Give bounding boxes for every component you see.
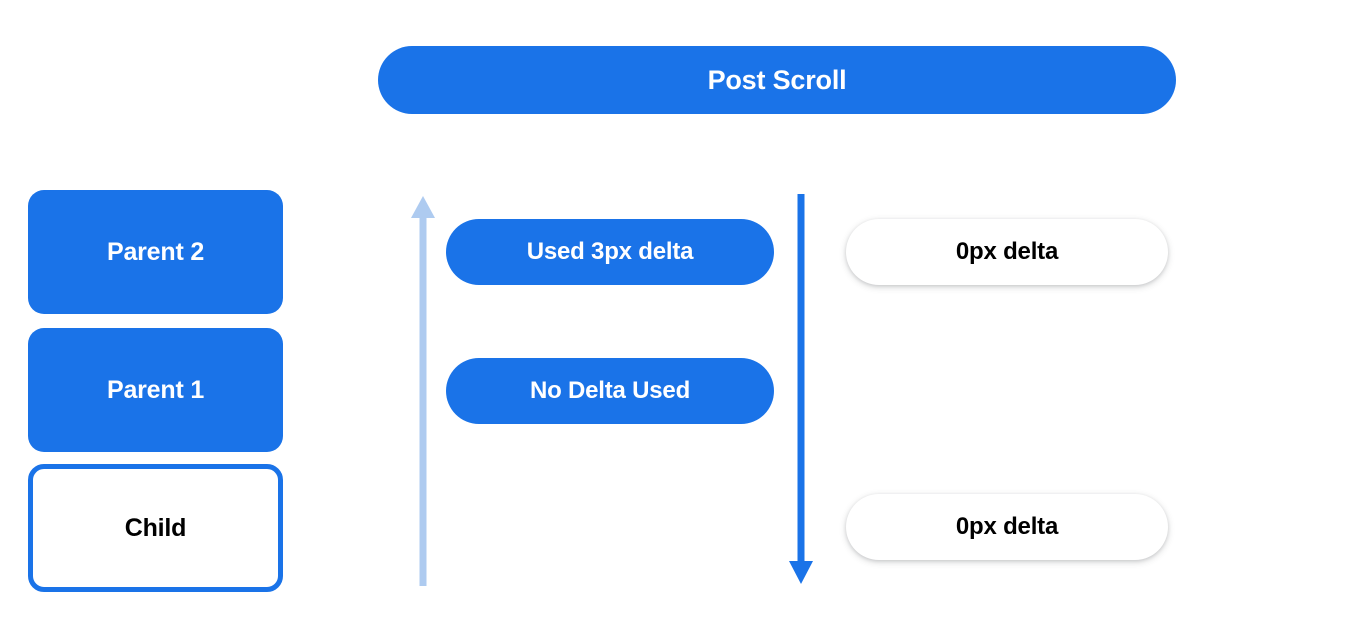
pill-zero-delta-top: 0px delta <box>846 219 1168 285</box>
stack-box-parent-2: Parent 2 <box>28 190 283 314</box>
stack-box-parent-2-label: Parent 2 <box>106 237 205 266</box>
post-scroll-banner-label: Post Scroll <box>707 64 847 95</box>
pill-zero-delta-bottom-label: 0px delta <box>955 513 1059 540</box>
pill-no-delta-used: No Delta Used <box>446 358 774 424</box>
scroll-down-arrow-icon <box>786 194 816 586</box>
stack-box-parent-1: Parent 1 <box>28 328 283 452</box>
post-scroll-banner: Post Scroll <box>378 46 1176 114</box>
stack-box-child-label: Child <box>124 513 187 542</box>
stack-box-child: Child <box>28 464 283 592</box>
scroll-up-arrow-icon <box>408 194 438 586</box>
stack-box-parent-1-label: Parent 1 <box>106 375 205 404</box>
pill-zero-delta-bottom: 0px delta <box>846 494 1168 560</box>
pill-used-delta: Used 3px delta <box>446 219 774 285</box>
pill-used-delta-label: Used 3px delta <box>526 238 694 265</box>
pill-no-delta-used-label: No Delta Used <box>529 377 691 404</box>
pill-zero-delta-top-label: 0px delta <box>955 238 1059 265</box>
